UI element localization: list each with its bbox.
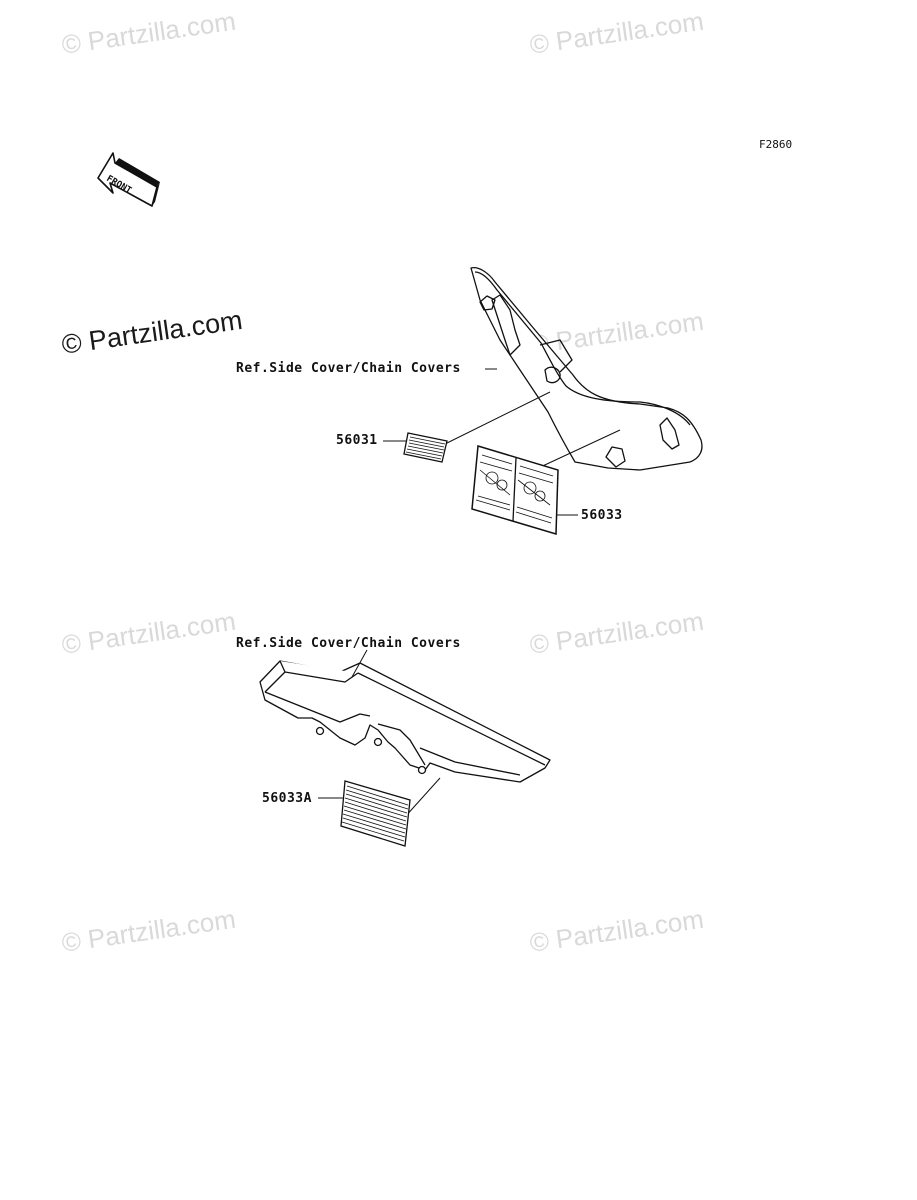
- chain-cover-drawing: [259, 660, 551, 783]
- reference-label-lower: Ref.Side Cover/Chain Covers: [236, 636, 461, 651]
- front-arrow-icon: FRONT: [97, 152, 160, 207]
- reference-label-upper: Ref.Side Cover/Chain Covers: [236, 361, 461, 376]
- decal-56033: [471, 445, 559, 535]
- part-number-56033A[interactable]: 56033A: [262, 791, 312, 806]
- decal-56031: [403, 432, 448, 463]
- part-number-56033[interactable]: 56033: [581, 508, 623, 523]
- part-number-56031[interactable]: 56031: [336, 433, 378, 448]
- figure-code: F2860: [759, 138, 793, 151]
- decal-56033A: [340, 780, 411, 847]
- side-cover-drawing: [470, 266, 703, 471]
